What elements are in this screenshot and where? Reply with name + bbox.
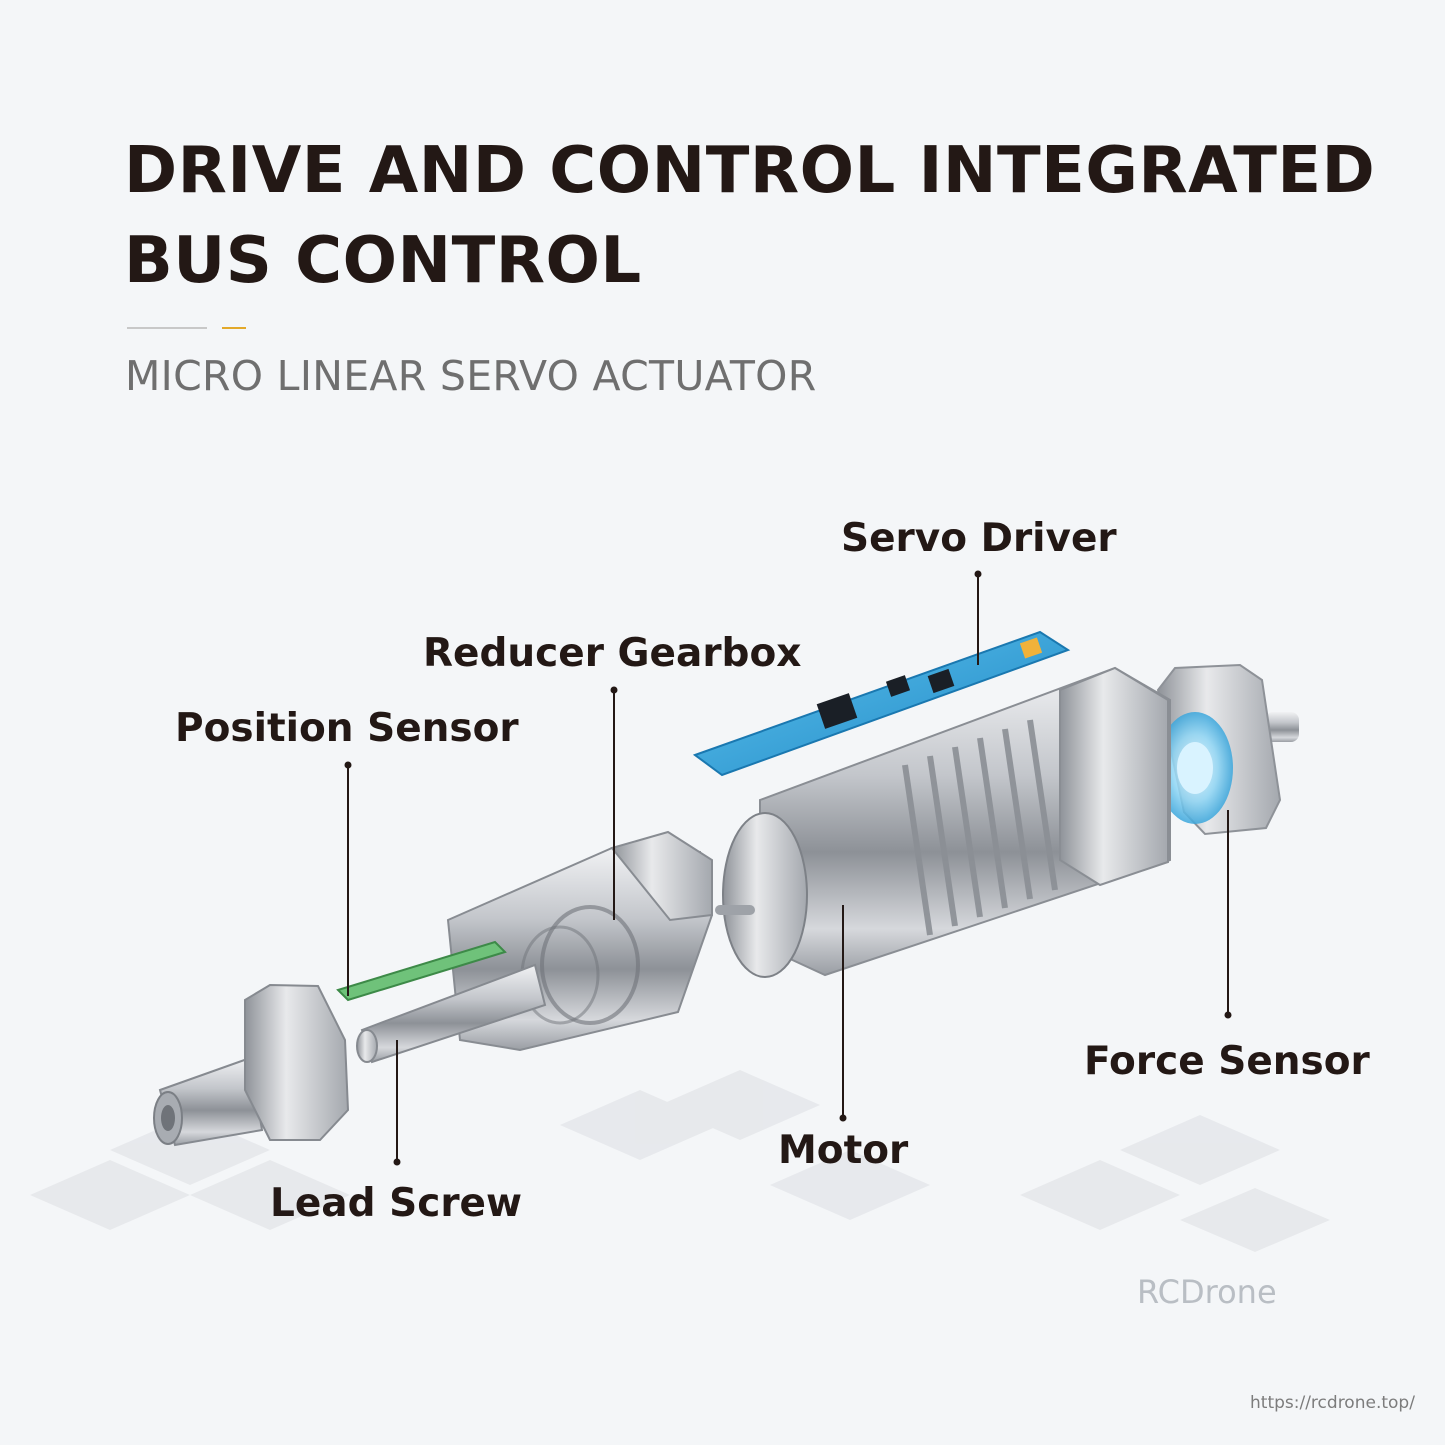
label-force-sensor: Force Sensor	[1084, 1039, 1370, 1084]
motor-assembly	[715, 666, 1171, 978]
label-position-sensor: Position Sensor	[175, 706, 519, 751]
label-servo-driver: Servo Driver	[841, 516, 1117, 561]
leader-lines	[344, 570, 1232, 1166]
lead-screw-shaft	[356, 963, 547, 1064]
title-line-2: BUS CONTROL	[124, 224, 642, 298]
page-title: DRIVE AND CONTROL INTEGRATED BUS CONTROL	[124, 126, 1384, 306]
end-nut-part	[153, 983, 350, 1147]
servo-driver-pcb	[692, 630, 1071, 777]
position-sensor-strip	[336, 940, 507, 1002]
label-reducer-gearbox: Reducer Gearbox	[423, 631, 802, 676]
force-sensor-part	[1156, 663, 1299, 836]
title-line-1: DRIVE AND CONTROL INTEGRATED	[124, 134, 1376, 208]
divider-accent	[222, 327, 246, 329]
label-motor: Motor	[778, 1128, 909, 1173]
brand-watermark: RCDrone	[1137, 1273, 1277, 1311]
url-watermark: https://rcdrone.top/	[1250, 1393, 1415, 1413]
page-subtitle: MICRO LINEAR SERVO ACTUATOR	[125, 352, 817, 400]
label-lead-screw: Lead Screw	[270, 1181, 523, 1226]
divider-gray	[127, 327, 207, 329]
